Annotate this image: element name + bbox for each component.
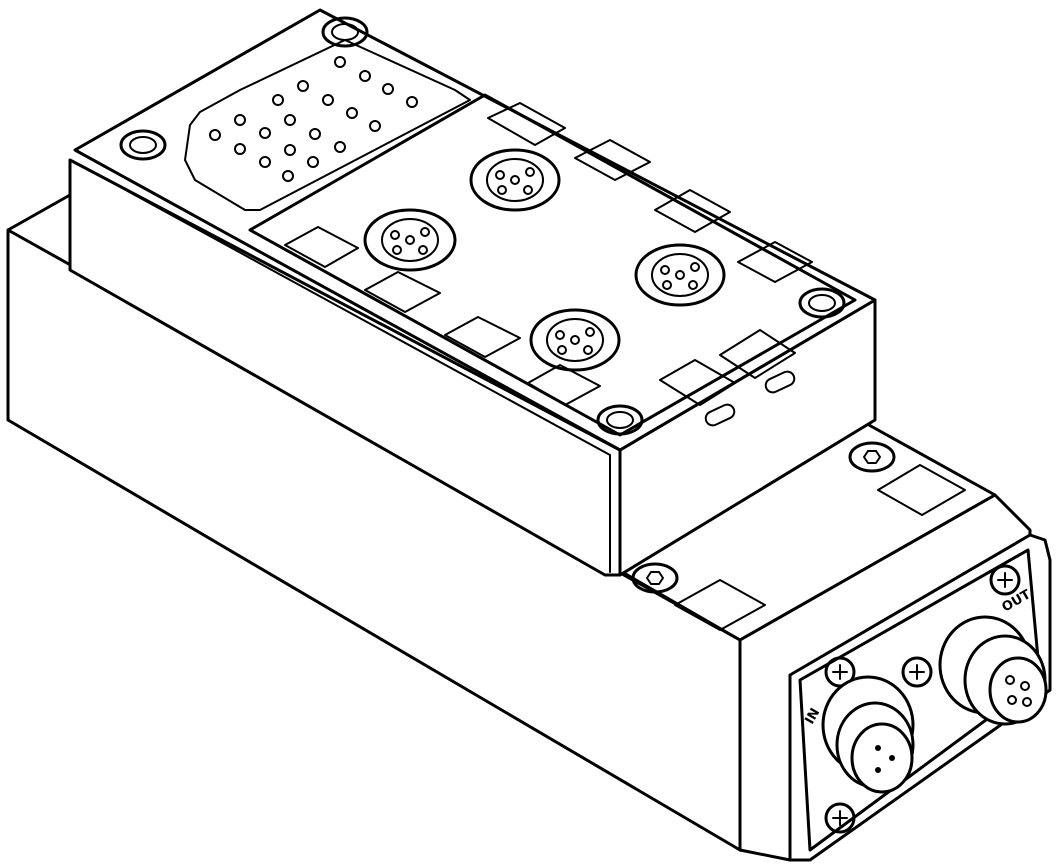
phillips-screw-icon — [321, 16, 369, 48]
m12-socket-4 — [529, 308, 621, 372]
cover-plate — [248, 93, 857, 437]
in-port-label: IN — [802, 706, 823, 727]
slot-recess — [674, 464, 966, 631]
m12-connector-icon — [821, 675, 915, 794]
m12-connector-icon — [938, 615, 1048, 726]
phillips-screw-icon — [596, 404, 644, 436]
m12-socket-3 — [634, 243, 726, 307]
m12-socket-2 — [363, 208, 457, 272]
subd-connector — [184, 39, 471, 211]
hex-socket-screw-icon — [631, 562, 679, 594]
hex-socket-screw-icon — [848, 441, 896, 473]
phillips-screw-icon — [989, 564, 1021, 596]
m12-socket-1 — [469, 148, 561, 212]
subd-pins — [209, 56, 418, 182]
top-module — [68, 8, 877, 577]
phillips-screw-icon — [824, 802, 856, 834]
phillips-screw-icon — [798, 287, 846, 319]
phillips-screw-icon — [119, 129, 167, 161]
phillips-screw-icon — [901, 656, 933, 688]
